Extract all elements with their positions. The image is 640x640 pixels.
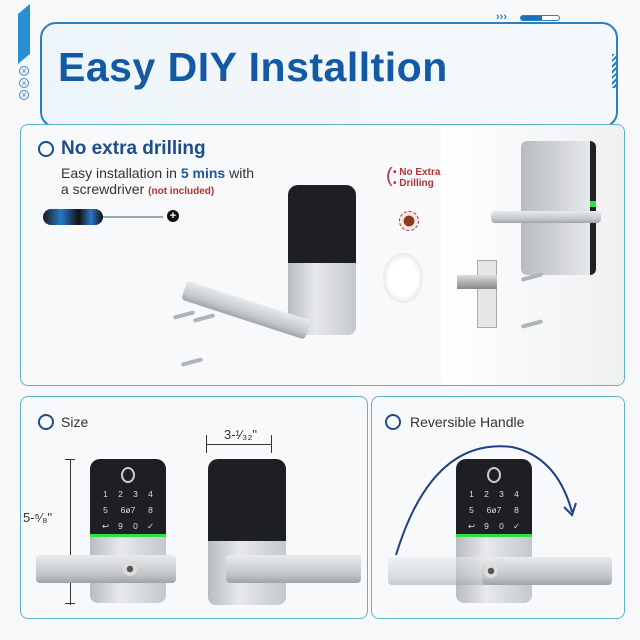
width-dimension [206, 435, 272, 453]
lock-back-cover [288, 185, 356, 263]
bullet-circle-icon [385, 414, 401, 430]
key[interactable]: 0 [499, 521, 504, 531]
interior-lock-unit [521, 141, 596, 275]
key[interactable]: ↩ [101, 521, 110, 531]
key[interactable]: 1 [469, 489, 474, 499]
key-cylinder-icon [123, 562, 137, 576]
panel-description: Easy installation in 5 mins with [61, 165, 254, 181]
latch-bolt [457, 275, 497, 289]
door-hole [383, 253, 423, 303]
key[interactable]: 5 [469, 505, 474, 515]
phillips-head-icon: + [167, 210, 179, 222]
key[interactable]: 4 [514, 489, 519, 499]
key[interactable]: 8 [514, 505, 519, 515]
callout-text: No Extra [399, 167, 441, 178]
arrow-head [563, 502, 577, 517]
desc-text: a screwdriver [61, 181, 145, 197]
key[interactable]: ✓ [146, 521, 155, 531]
green-light-strip [90, 534, 166, 537]
key[interactable]: 9 [118, 521, 123, 531]
progress-pill-decoration [520, 15, 560, 21]
panel-heading: Reversible Handle [410, 414, 525, 430]
drill-hole-prohibited-icon [399, 211, 419, 231]
panel-heading: Size [61, 414, 89, 430]
key[interactable]: 4 [148, 489, 153, 499]
desc-text: Easy installation in [61, 165, 181, 181]
dimension-line [70, 460, 71, 605]
key[interactable]: 3 [133, 489, 138, 499]
screw [172, 310, 196, 320]
no-drilling-panel: No extra drilling Easy installation in 5… [20, 124, 625, 386]
screw [180, 357, 204, 367]
fingerprint-sensor-icon [121, 467, 135, 483]
x-circle-icon: × [19, 90, 29, 100]
lever-handle [482, 557, 612, 585]
key[interactable]: 0 [133, 521, 138, 531]
desc-text: with [225, 165, 254, 181]
stripes-decoration [612, 54, 618, 88]
panel-description-line2: a screwdriver (not included) [61, 181, 214, 200]
screw [192, 313, 216, 323]
green-indicator [590, 201, 596, 207]
callout-text: Drilling [399, 178, 434, 189]
panel-heading: No extra drilling [61, 138, 206, 159]
interior-lever [491, 211, 601, 223]
not-included-note: (not included) [148, 186, 215, 197]
key[interactable]: 8 [148, 505, 153, 515]
key[interactable]: 1 [103, 489, 108, 499]
desc-highlight: 5 mins [180, 165, 226, 181]
key[interactable]: 9 [484, 521, 489, 531]
key[interactable]: 6ø7 [486, 505, 502, 515]
key[interactable]: ↩ [467, 521, 476, 531]
lever-handle [36, 555, 176, 583]
page-title: Easy DIY Installtion [58, 44, 448, 90]
bullet-circle-icon [38, 414, 54, 430]
key[interactable]: ✓ [512, 521, 521, 531]
strike-plate [477, 260, 497, 328]
key-cylinder-icon [484, 564, 498, 578]
key[interactable]: 6ø7 [120, 505, 136, 515]
key[interactable]: 2 [484, 489, 489, 499]
lock-back-cover [208, 459, 286, 541]
rotate-arc [395, 445, 573, 556]
chevrons-icon: ››› [496, 11, 507, 23]
height-label: 5-⁵⁄₈" [23, 510, 53, 525]
screwdriver-shaft [103, 216, 163, 218]
rotate-arrow-icon [395, 445, 577, 556]
no-drilling-callout: • No Extra• Drilling [393, 167, 441, 189]
dimension-line [207, 444, 271, 445]
key[interactable]: 5 [103, 505, 108, 515]
key[interactable]: 2 [118, 489, 123, 499]
x-circle-icon: × [19, 66, 29, 76]
width-label: 3-¹⁄₃₂" [224, 427, 258, 442]
header-banner [40, 22, 618, 128]
bracket-icon: ( [386, 165, 393, 187]
fingerprint-sensor-icon [487, 467, 501, 483]
bullet-circle-icon [38, 141, 54, 157]
corner-accent [18, 3, 30, 64]
height-dimension [65, 459, 75, 605]
ghost-lever-handle [388, 557, 498, 585]
key[interactable]: 3 [499, 489, 504, 499]
x-circle-icon: × [19, 78, 29, 88]
screwdriver-icon [43, 209, 103, 225]
lever-handle [226, 555, 361, 583]
green-light-strip [456, 534, 532, 537]
